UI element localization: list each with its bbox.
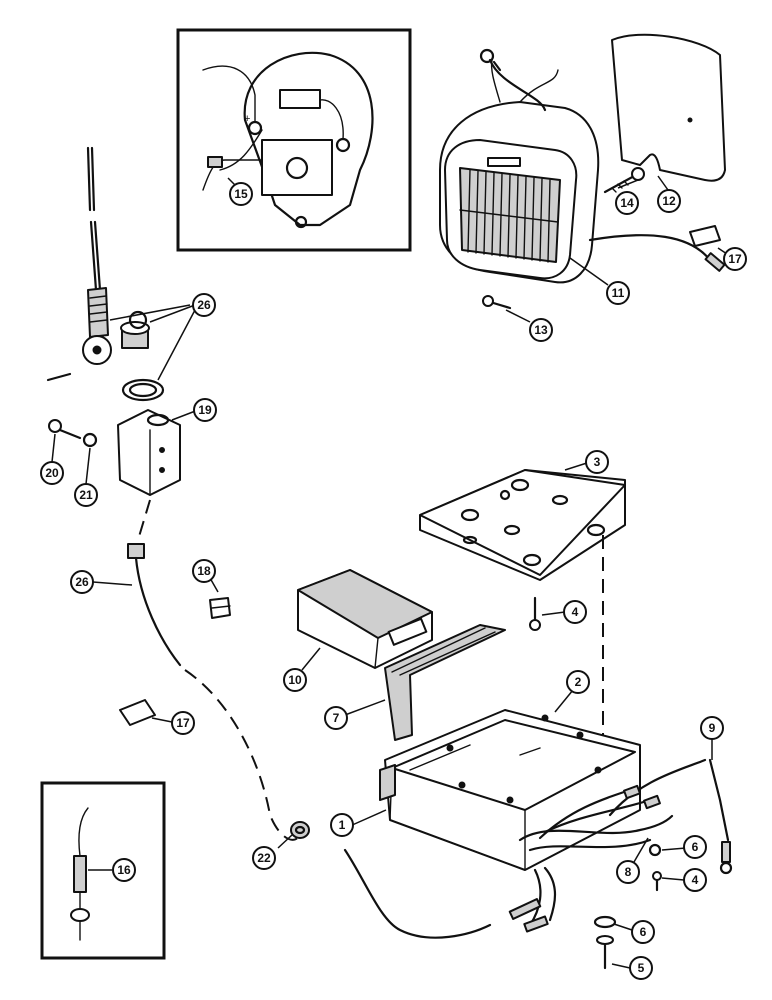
callout-26-upper: 26 (192, 293, 216, 317)
gasket-7 (384, 624, 506, 741)
radio-housing (379, 709, 641, 871)
svg-text:9: 9 (709, 721, 716, 735)
callout-5: 5 (629, 956, 653, 980)
callout-17-upper: 17 (723, 247, 747, 271)
svg-text:6: 6 (692, 840, 699, 854)
svg-text:14: 14 (620, 196, 634, 210)
callout-7: 7 (324, 706, 348, 730)
svg-text:17: 17 (728, 252, 742, 266)
svg-text:19: 19 (198, 403, 212, 417)
callout-10: 10 (283, 668, 307, 692)
callout-26-lower: 26 (70, 570, 94, 594)
antenna (82, 146, 112, 365)
callout-1: 1 (330, 813, 354, 837)
svg-text:22: 22 (257, 851, 271, 865)
screw-small (46, 372, 72, 382)
callout-17-lower: 17 (171, 711, 195, 735)
callout-4-upper: 4 (563, 600, 587, 624)
callout-12: 12 (657, 189, 681, 213)
speaker-wire-right (588, 234, 726, 272)
wire-harness (508, 758, 733, 933)
callout-14: 14 (615, 191, 639, 215)
svg-text:8: 8 (625, 865, 632, 879)
svg-text:26: 26 (75, 575, 89, 589)
svg-text:5: 5 (638, 961, 645, 975)
svg-text:4: 4 (572, 605, 579, 619)
callout-11: 11 (606, 281, 630, 305)
clip-17-lower (119, 699, 156, 726)
svg-text:12: 12 (662, 194, 676, 208)
callout-2: 2 (566, 670, 590, 694)
callout-6-upper: 6 (683, 835, 707, 859)
svg-text:18: 18 (197, 564, 211, 578)
callout-19: 19 (193, 398, 217, 422)
speaker-wire-top (479, 48, 547, 112)
svg-text:21: 21 (79, 488, 93, 502)
svg-text:26: 26 (197, 298, 211, 312)
mounting-plate (419, 469, 626, 581)
callout-6-lower: 6 (631, 920, 655, 944)
svg-text:2: 2 (575, 675, 582, 689)
speaker-bracket (611, 33, 726, 182)
svg-text:+: + (244, 113, 250, 125)
svg-text:4: 4 (692, 873, 699, 887)
svg-text:17: 17 (176, 716, 190, 730)
callout-3: 3 (585, 450, 609, 474)
callout-22: 22 (252, 846, 276, 870)
screw-20 (48, 419, 82, 440)
leader-lines (51, 175, 731, 969)
clip-17-upper (689, 225, 721, 247)
callout-15: 15 (229, 182, 253, 206)
screw-13 (482, 295, 512, 310)
clip-18 (209, 597, 231, 619)
svg-text:20: 20 (45, 466, 59, 480)
svg-text:10: 10 (288, 673, 302, 687)
callout-16: 16 (112, 858, 136, 882)
tape-cartridge (297, 569, 433, 669)
callout-20: 20 (40, 461, 64, 485)
svg-text:15: 15 (234, 187, 248, 201)
svg-text:1: 1 (339, 818, 346, 832)
screw-14 (603, 167, 645, 194)
svg-text:16: 16 (117, 863, 131, 877)
grommet-22 (290, 821, 310, 839)
inset-regulator: + (176, 28, 412, 252)
callout-21: 21 (74, 483, 98, 507)
svg-text:3: 3 (594, 455, 601, 469)
callout-9: 9 (700, 716, 724, 740)
callout-13: 13 (529, 318, 553, 342)
speaker (439, 59, 600, 284)
screw-4-upper (529, 596, 541, 631)
callout-8: 8 (616, 860, 640, 884)
svg-text:13: 13 (534, 323, 548, 337)
svg-text:6: 6 (640, 925, 647, 939)
lower-hardware (593, 871, 662, 970)
bracket-19 (117, 409, 181, 496)
callout-4-lower: 4 (683, 868, 707, 892)
callout-18: 18 (192, 559, 216, 583)
antenna-cable (127, 499, 492, 939)
antenna-mount-nut (120, 310, 165, 402)
svg-text:7: 7 (333, 711, 340, 725)
svg-text:11: 11 (612, 286, 625, 300)
washer-21 (82, 432, 98, 448)
